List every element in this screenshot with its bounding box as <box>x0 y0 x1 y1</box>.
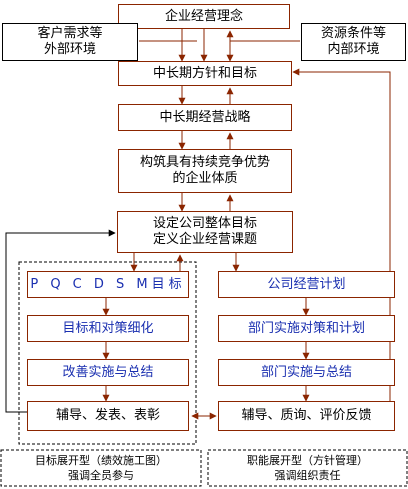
note-left: 目标展开型（绩效施工图） 强调全员参与 <box>2 453 200 483</box>
node-overall-goal: 设定公司整体目标 定义企业经营课题 <box>117 211 293 253</box>
note-left-subtitle: 强调全员参与 <box>68 469 134 482</box>
node-improve: 改善实施与总结 <box>27 359 189 386</box>
node-pqcdsm: P Q C D S M目标 <box>27 271 189 298</box>
node-dept-plan: 部门实施对策和计划 <box>218 315 395 342</box>
note-right: 职能展开型（方针管理） 强调组织责任 <box>209 453 406 483</box>
node-mid-long-strategy: 中长期经营战略 <box>118 104 292 131</box>
node-philosophy: 企业经营理念 <box>118 4 290 29</box>
left-note-frame <box>0 449 202 487</box>
note-right-title: 职能展开型（方针管理） <box>247 454 368 467</box>
node-customer-needs: 客户需求等 外部环境 <box>2 23 138 61</box>
node-sustainable-system: 构筑具有持续竞争优势 的企业体质 <box>118 149 292 193</box>
note-right-subtitle: 强调组织责任 <box>274 469 341 482</box>
node-guidance-right: 辅导、质询、评价反馈 <box>218 401 395 431</box>
note-left-title: 目标展开型（绩效施工图） <box>35 454 167 467</box>
node-goal-breakdown: 目标和对策细化 <box>27 315 189 342</box>
node-mid-long-policy: 中长期方针和目标 <box>118 61 292 86</box>
node-company-plan: 公司经营计划 <box>218 271 395 298</box>
node-dept-execute: 部门实施与总结 <box>218 359 395 386</box>
left-dashed-frame <box>18 261 197 445</box>
node-resource-conditions: 资源条件等 内部环境 <box>301 23 406 61</box>
right-note-frame <box>207 449 408 487</box>
node-guidance-left: 辅导、发表、表彰 <box>27 401 189 431</box>
